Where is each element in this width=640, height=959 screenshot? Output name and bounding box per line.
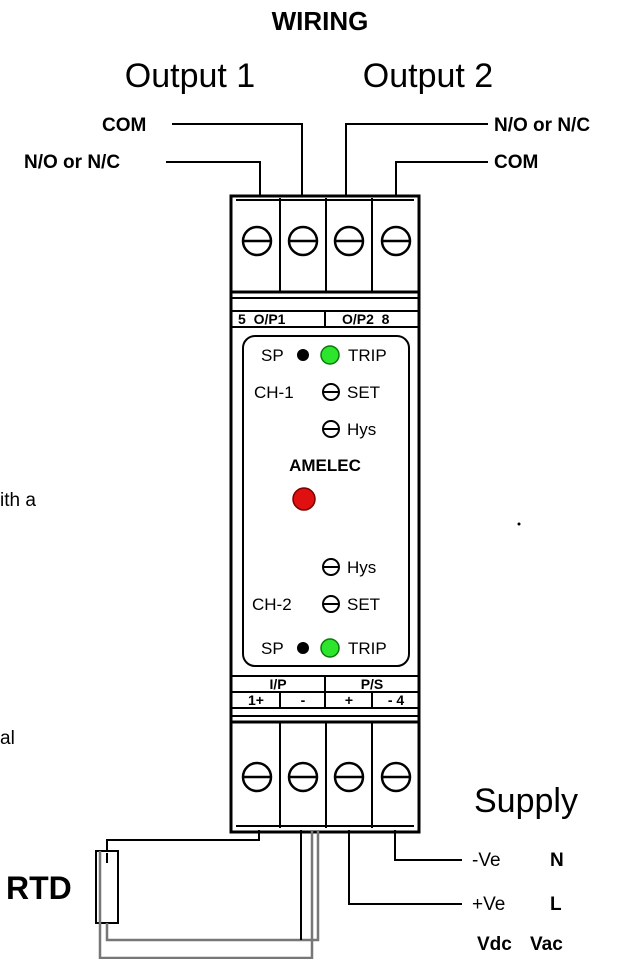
ch2-sp-label: SP	[261, 639, 284, 658]
ch2-trip-label: TRIP	[348, 639, 387, 658]
ch1-set-potentiometer-icon[interactable]	[322, 383, 340, 401]
rtd-label: RTD	[6, 870, 72, 906]
ch2-hys-potentiometer-icon[interactable]	[322, 558, 340, 576]
rtd-wire-3	[98, 830, 314, 959]
power-led	[292, 487, 316, 511]
screw-terminal-8	[380, 225, 412, 257]
supply-negative-ac-label: N	[550, 850, 564, 871]
screw-terminal-4	[380, 761, 412, 793]
output-2-heading: Output 2	[363, 57, 493, 95]
output-1-no-nc-wire	[166, 161, 261, 198]
input-group-label: I/P	[269, 676, 286, 692]
cropped-text-fragment-2: al	[0, 728, 15, 749]
terminal-label-1: 1+	[248, 692, 264, 708]
ch1-set-label: SET	[347, 383, 380, 402]
ch2-set-label: SET	[347, 595, 380, 614]
ch1-trip-led	[320, 345, 340, 365]
output-1-com-wire	[172, 123, 303, 198]
ch2-channel-label: CH-2	[252, 595, 292, 614]
cropped-text-fragment-1: ith a	[0, 490, 36, 511]
supply-negative-wire	[394, 830, 462, 861]
output-2-com-label: COM	[494, 152, 538, 173]
ch1-sp-label: SP	[261, 346, 284, 365]
bottom-terminal-block	[231, 715, 419, 828]
ch2-set-potentiometer-icon[interactable]	[322, 595, 340, 613]
supply-positive-dc-label: +Ve	[472, 894, 505, 915]
front-panel	[242, 335, 410, 667]
terminal-label-2: -	[301, 692, 306, 708]
brand-label: AMELEC	[289, 456, 361, 475]
output-1-heading: Output 1	[125, 57, 255, 95]
screw-terminal-5	[241, 225, 273, 257]
supply-dc-label: Vdc	[477, 934, 512, 955]
supply-heading: Supply	[474, 782, 578, 820]
ch1-hys-potentiometer-icon[interactable]	[322, 420, 340, 438]
output-1-no-nc-label: N/O or N/C	[24, 152, 120, 173]
screw-terminal-3	[333, 761, 365, 793]
ch1-channel-label: CH-1	[254, 383, 294, 402]
output-2-no-nc-wire	[345, 123, 488, 198]
terminal-label-4: - 4	[388, 692, 405, 708]
terminal-label-op2: O/P2 8	[342, 311, 390, 327]
output-2-no-nc-label: N/O or N/C	[494, 115, 590, 136]
screw-terminal-7	[333, 225, 365, 257]
screw-terminal-1	[241, 761, 273, 793]
top-terminal-block	[231, 198, 419, 299]
ch2-trip-led	[320, 638, 340, 658]
rtd-wire-2	[105, 830, 320, 942]
supply-ac-label: Vac	[530, 934, 563, 955]
ch1-hys-label: Hys	[347, 420, 376, 439]
diagram-title: WIRING	[272, 6, 369, 36]
ch2-sp-dot	[297, 642, 309, 654]
stray-dot	[517, 522, 521, 526]
ch2-hys-label: Hys	[347, 558, 376, 577]
ch1-sp-dot	[297, 349, 309, 361]
terminal-label-3: +	[345, 692, 353, 708]
supply-negative-dc-label: -Ve	[472, 850, 501, 871]
power-supply-group-label: P/S	[361, 676, 384, 692]
output-2-com-wire	[395, 161, 488, 198]
screw-terminal-6	[287, 225, 319, 257]
rtd-wire-1	[106, 830, 260, 851]
screw-terminal-2	[287, 761, 319, 793]
terminal-label-op1: 5 O/P1	[238, 311, 286, 327]
output-1-com-label: COM	[102, 115, 146, 136]
supply-positive-wire	[348, 830, 462, 905]
supply-positive-ac-label: L	[550, 894, 562, 915]
ch1-trip-label: TRIP	[348, 346, 387, 365]
